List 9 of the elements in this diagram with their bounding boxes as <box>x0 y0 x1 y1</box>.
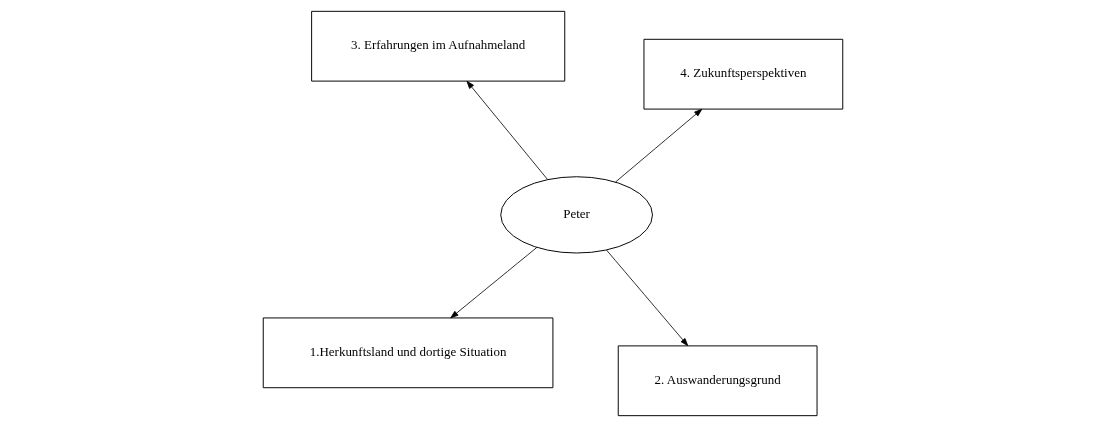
arrow <box>606 249 689 347</box>
node-box: 2. Auswanderungsgrund <box>617 345 818 417</box>
node-box: 4. Zukunftsperspektiven <box>643 38 844 110</box>
node-ellipse: Peter <box>500 176 653 254</box>
arrow <box>466 80 548 180</box>
node-box: 3. Erfahrungen im Aufnahmeland <box>311 10 566 82</box>
arrow <box>615 108 703 183</box>
arrow <box>450 247 538 319</box>
node-box: 1.Herkunftsland und dortige Situation <box>262 317 554 389</box>
